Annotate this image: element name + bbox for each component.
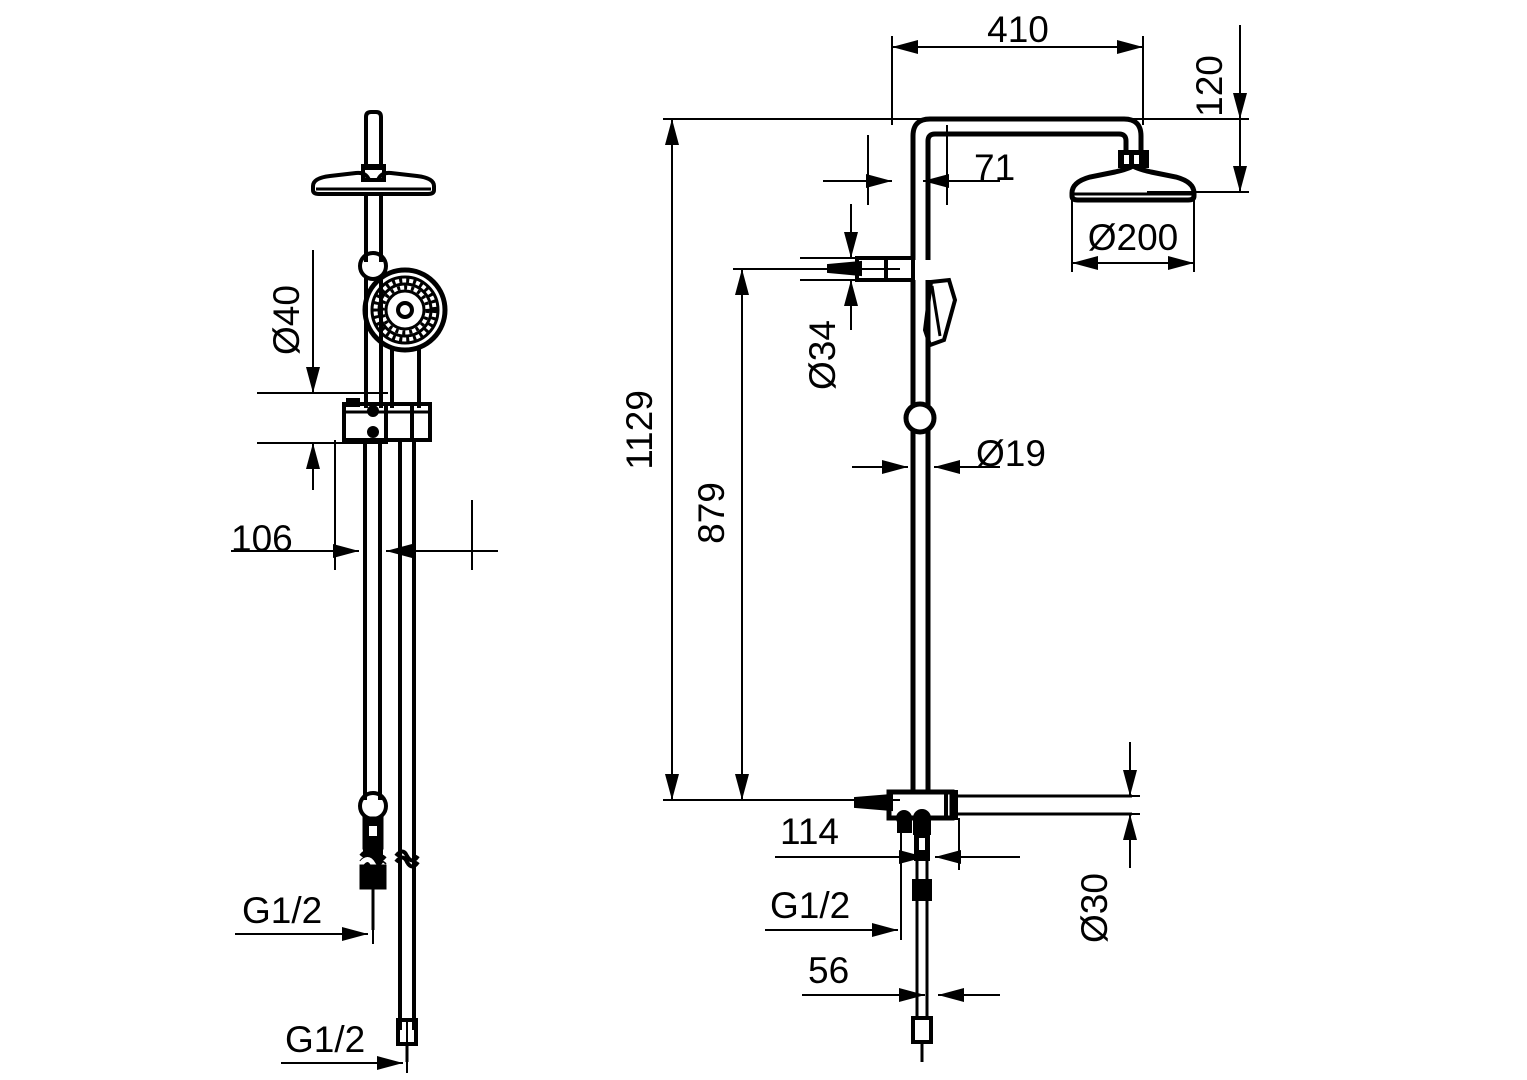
dim-label-879: 879: [691, 482, 732, 544]
dim-label-dia200: Ø200: [1088, 217, 1179, 258]
dim-label-g12-front-lower: G1/2: [285, 1019, 365, 1060]
dim-dia40: [257, 250, 388, 490]
dim-label-56: 56: [808, 950, 849, 991]
dim-label-dia30: Ø30: [1074, 873, 1115, 943]
dim-label-106: 106: [231, 518, 293, 559]
dim-label-g12-side: G1/2: [770, 885, 850, 926]
dim-label-71: 71: [974, 147, 1015, 188]
side-view-geometry: [827, 116, 1197, 1062]
dim-dia200: [1071, 196, 1195, 272]
dim-label-1129: 1129: [619, 390, 660, 470]
dim-label-dia34: Ø34: [802, 320, 843, 390]
front-view-geometry: [311, 110, 448, 1062]
dim-879: [733, 268, 900, 801]
dim-g12-side: [765, 828, 902, 940]
dim-label-114: 114: [780, 811, 839, 852]
dim-label-dia40: Ø40: [266, 285, 307, 355]
dim-label-120: 120: [1189, 55, 1230, 117]
dim-label-410: 410: [987, 9, 1049, 50]
dim-label-g12-front-upper: G1/2: [242, 890, 322, 931]
dim-g12-front-upper: [235, 890, 374, 944]
dim-g12-front-lower: [281, 1020, 408, 1073]
dim-label-dia19: Ø19: [976, 433, 1046, 474]
dim-106: [231, 440, 498, 570]
dim-410: [891, 36, 1144, 125]
dim-dia30: [1060, 742, 1140, 868]
dim-dia34: [800, 204, 880, 330]
dim-120: [663, 25, 1249, 193]
dim-1129: [663, 118, 900, 801]
dim-71: [823, 125, 1000, 205]
